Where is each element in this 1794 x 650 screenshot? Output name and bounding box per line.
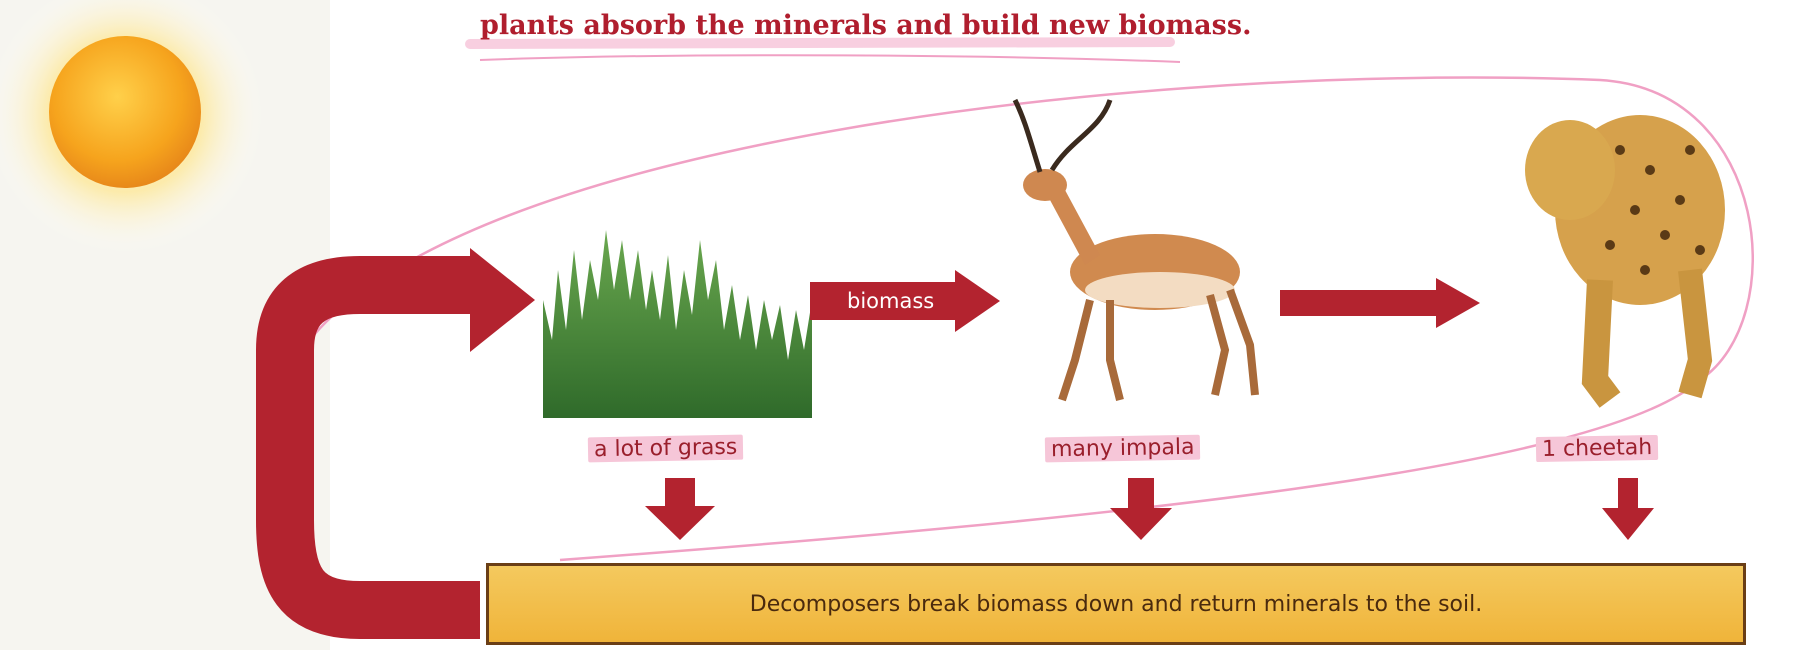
cheetah-label: 1 cheetah bbox=[1536, 435, 1659, 462]
grass-label: a lot of grass bbox=[588, 435, 744, 463]
arrow-impala-cheetah bbox=[1280, 278, 1480, 328]
biomass-arrow-label: biomass bbox=[847, 289, 934, 313]
heading-text: plants absorb the minerals and build new… bbox=[480, 10, 1251, 41]
down-arrow-impala bbox=[1110, 478, 1172, 540]
decomposer-text: Decomposers break biomass down and retur… bbox=[750, 592, 1482, 617]
decomposer-box: Decomposers break biomass down and retur… bbox=[486, 563, 1746, 645]
impala-label: many impala bbox=[1045, 435, 1201, 463]
down-arrow-grass bbox=[645, 478, 715, 540]
cheetah-image bbox=[1525, 115, 1725, 400]
heading-highlight bbox=[470, 42, 1170, 44]
grass-image bbox=[543, 230, 812, 418]
impala-image bbox=[1015, 100, 1255, 400]
down-arrow-cheetah bbox=[1602, 478, 1654, 540]
highlight-underline bbox=[480, 55, 1180, 62]
